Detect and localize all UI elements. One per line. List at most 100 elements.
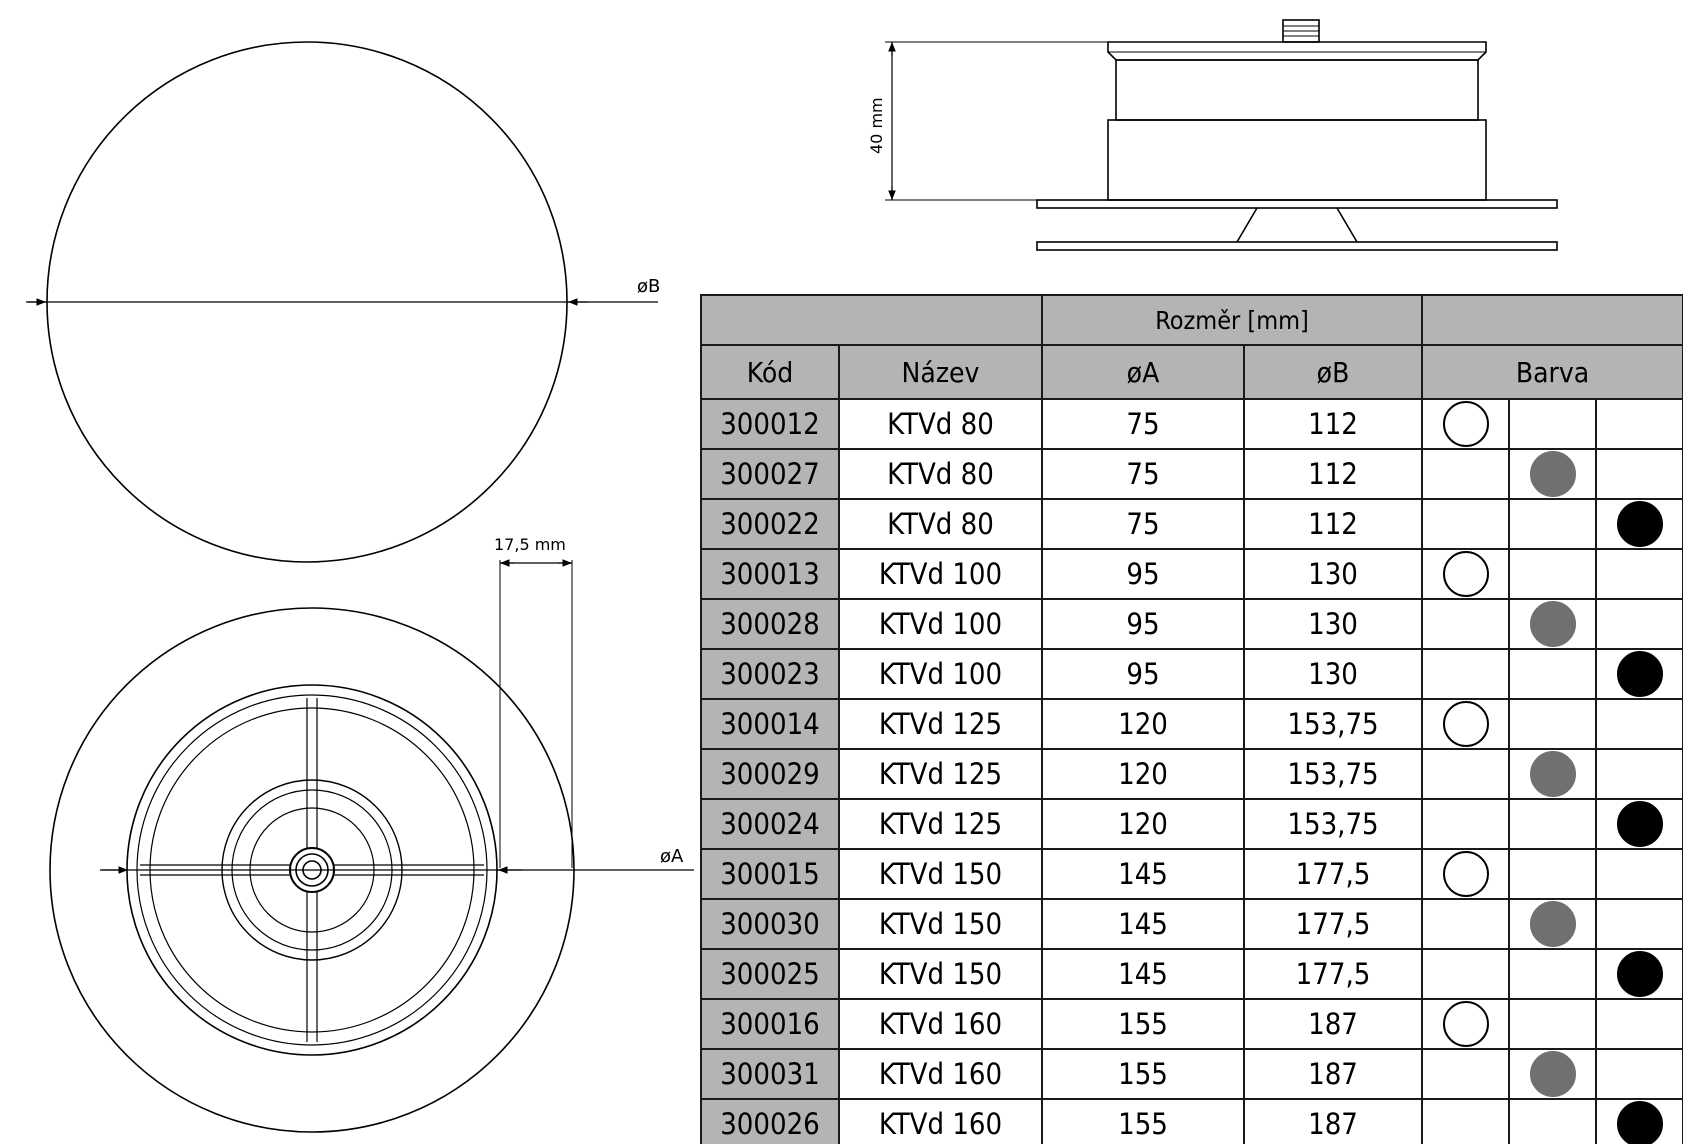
cell-name: KTVd 150 [838, 848, 1043, 900]
cell-code: 300023 [700, 648, 840, 700]
upper-plate [1036, 199, 1558, 209]
color-swatch-white [1442, 401, 1489, 447]
color-swatch-black [1616, 1101, 1663, 1144]
cell-diam-a: 95 [1041, 548, 1245, 600]
cell-name: KTVd 80 [838, 498, 1043, 550]
cell-code: 300013 [700, 548, 840, 600]
cell-diam-a: 145 [1041, 848, 1245, 900]
cell-code: 300027 [700, 448, 840, 500]
grille-spokes [140, 698, 484, 1042]
cell-diam-b: 130 [1242, 598, 1424, 650]
cell-diam-a: 75 [1041, 398, 1245, 450]
cell-diam-a: 75 [1041, 498, 1245, 550]
top-view: øB [26, 41, 660, 563]
cell-color-grey [1508, 848, 1598, 900]
cell-color-white [1421, 448, 1511, 500]
cell-code: 300024 [700, 798, 840, 850]
cell-color-grey [1508, 748, 1598, 800]
cell-color-white [1421, 1048, 1511, 1100]
cell-code: 300028 [700, 598, 840, 650]
header-row-columns: Kód Název øA øB Barva [700, 344, 1683, 400]
cell-code: 300030 [700, 898, 840, 950]
lower-body [1107, 119, 1487, 201]
cell-name: KTVd 100 [838, 548, 1043, 600]
cell-color-black [1595, 798, 1683, 850]
cell-color-white [1421, 498, 1511, 550]
color-swatch-grey [1529, 901, 1576, 947]
cell-diam-a: 120 [1041, 748, 1245, 800]
col-header-code: Kód [700, 344, 840, 400]
cell-color-grey [1508, 598, 1598, 650]
cell-color-white [1421, 1098, 1511, 1144]
cell-name: KTVd 160 [838, 1098, 1043, 1144]
cell-code: 300029 [700, 748, 840, 800]
cell-diam-b: 130 [1242, 648, 1424, 700]
cell-color-grey [1508, 698, 1598, 750]
lower-disc [1036, 241, 1558, 251]
header-row-group: Rozměr [mm] [700, 294, 1683, 346]
cell-diam-b: 153,75 [1242, 748, 1424, 800]
cell-color-grey [1508, 448, 1598, 500]
cell-color-black [1595, 448, 1683, 500]
cell-name: KTVd 125 [838, 698, 1043, 750]
cell-name: KTVd 100 [838, 648, 1043, 700]
cell-color-grey [1508, 1098, 1598, 1144]
connecting-cone [1236, 207, 1358, 243]
cell-name: KTVd 150 [838, 948, 1043, 1000]
bottom-view [49, 559, 694, 1133]
cell-diam-a: 120 [1041, 698, 1245, 750]
cell-color-grey [1508, 548, 1598, 600]
cell-color-black [1595, 848, 1683, 900]
cell-color-grey [1508, 948, 1598, 1000]
cell-diam-a: 75 [1041, 448, 1245, 500]
cell-color-black [1595, 598, 1683, 650]
cell-color-black [1595, 948, 1683, 1000]
color-swatch-white [1442, 851, 1489, 897]
header-dimension-group: Rozměr [mm] [1040, 294, 1424, 346]
cell-color-white [1421, 648, 1511, 700]
label-height: 40 mm [867, 97, 886, 154]
cell-diam-a: 145 [1041, 898, 1245, 950]
col-header-diam-b: øB [1242, 344, 1424, 400]
cell-diam-a: 155 [1041, 998, 1245, 1050]
cell-color-black [1595, 1098, 1683, 1144]
color-swatch-grey [1529, 451, 1576, 497]
cell-code: 300022 [700, 498, 840, 550]
top-rim [1107, 41, 1487, 61]
cell-code: 300015 [700, 848, 840, 900]
cell-diam-b: 153,75 [1242, 698, 1424, 750]
cell-color-grey [1508, 498, 1598, 550]
cell-name: KTVd 100 [838, 598, 1043, 650]
cell-code: 300012 [700, 398, 840, 450]
cell-color-white [1421, 398, 1511, 450]
cell-diam-b: 153,75 [1242, 798, 1424, 850]
cell-name: KTVd 125 [838, 798, 1043, 850]
col-header-name: Název [838, 344, 1043, 400]
color-swatch-grey [1529, 1051, 1576, 1097]
col-header-diam-a: øA [1041, 344, 1245, 400]
cell-color-black [1595, 548, 1683, 600]
cell-color-grey [1508, 898, 1598, 950]
cell-code: 300016 [700, 998, 840, 1050]
cell-color-grey [1508, 648, 1598, 700]
color-swatch-black [1616, 951, 1663, 997]
cell-color-white [1421, 548, 1511, 600]
cell-color-black [1595, 398, 1683, 450]
label-offset: 17,5 mm [494, 535, 566, 554]
cell-name: KTVd 150 [838, 898, 1043, 950]
cell-diam-b: 187 [1242, 998, 1424, 1050]
cell-diam-b: 177,5 [1242, 898, 1424, 950]
cell-color-black [1595, 698, 1683, 750]
cell-color-black [1595, 648, 1683, 700]
spec-table: Rozměr [mm] Kód Název øA øB Barva 300012… [700, 294, 1683, 1144]
cell-color-grey [1508, 398, 1598, 450]
